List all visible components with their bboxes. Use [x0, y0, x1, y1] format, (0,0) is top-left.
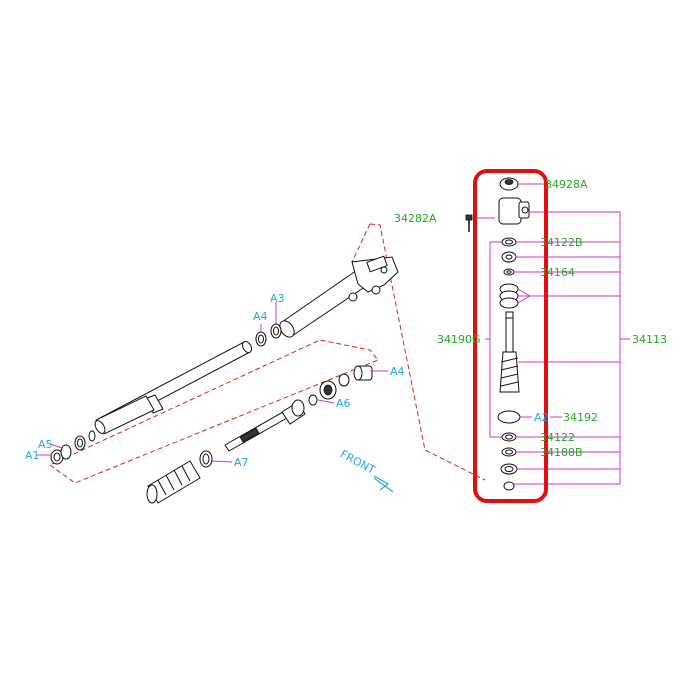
dashed-reference-lines [49, 223, 486, 484]
callout-leader-lines [36, 302, 388, 463]
rack-housing [279, 255, 399, 338]
callout-a4-upper[interactable]: A4 [253, 310, 268, 323]
front-indicator: FRONT [338, 448, 378, 477]
highlight-box [473, 169, 548, 503]
part-number-34928A[interactable]: 34928A [545, 178, 588, 191]
part-number-34164[interactable]: 34164 [540, 266, 575, 279]
part-number-34113[interactable]: 34113 [632, 333, 667, 346]
callout-a3[interactable]: A3 [270, 292, 285, 305]
callout-a1[interactable]: A1 [25, 449, 40, 462]
rack-boot [146, 450, 213, 504]
callout-a6[interactable]: A6 [336, 397, 351, 410]
part-number-34282A[interactable]: 34282A [394, 212, 437, 225]
callout-a5[interactable]: A5 [38, 438, 53, 451]
part-number-34192[interactable]: 34192 [563, 411, 598, 424]
part-number-34122[interactable]: 34122 [540, 431, 575, 444]
part-number-34188B[interactable]: 34188B [540, 446, 583, 459]
part-number-34190G[interactable]: 34190G [437, 333, 481, 346]
rack-shaft [224, 365, 373, 452]
callout-a2[interactable]: A2 [534, 411, 549, 424]
callout-a4-right[interactable]: A4 [390, 365, 405, 378]
callout-labels: A1 A5 A4 A3 A4 A6 A7 A2 [25, 292, 549, 469]
part-number-34122B[interactable]: 34122B [540, 236, 583, 249]
pinion-leader-lines [472, 183, 630, 485]
front-arrow-icon [373, 475, 394, 493]
callout-a7[interactable]: A7 [234, 456, 249, 469]
left-end-rings [50, 430, 96, 465]
part-number-labels: 34928A 34282A 34122B 34164 34190G 34113 … [394, 178, 667, 459]
rack-bushings [255, 323, 282, 347]
rack-tube [94, 340, 253, 435]
front-label: FRONT [338, 448, 378, 477]
